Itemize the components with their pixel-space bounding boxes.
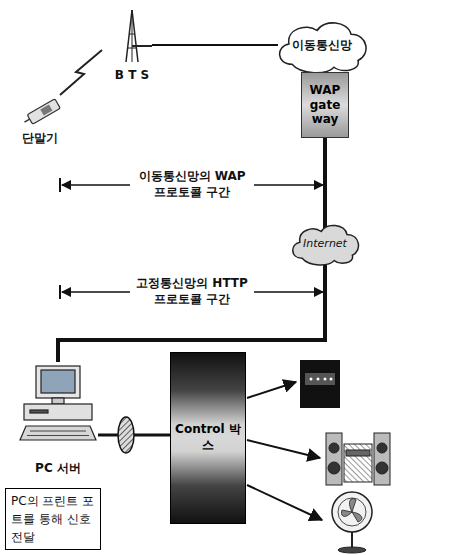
node-text: 이동통신망 xyxy=(292,37,352,54)
node-text: Internet xyxy=(303,237,347,250)
radio-link-bolt xyxy=(60,50,102,95)
note-box: PC의 프린트 포트를 통해 신호전달 xyxy=(5,488,101,550)
node-text: B T S xyxy=(113,68,151,82)
gateway-box: WAP gate way xyxy=(301,72,349,138)
terminal-node: 단말기 xyxy=(14,95,66,147)
span-label: 이동통신망의 WAP 프로토콜 구간 xyxy=(130,169,254,200)
mobile-phone xyxy=(22,99,60,128)
bts-node: B T S xyxy=(112,8,152,82)
pc-server-node: PC 서버 xyxy=(18,362,98,477)
control-box: Control 박스 xyxy=(170,352,246,524)
node-text: WAP gate way xyxy=(305,83,345,126)
pc-illustration xyxy=(20,366,96,440)
stereo-device xyxy=(326,433,390,485)
connector-line xyxy=(323,138,327,228)
connector-line xyxy=(152,44,278,46)
bts-tower xyxy=(126,10,152,62)
tv-device xyxy=(300,360,340,408)
mobile-network-cloud: 이동통신망 xyxy=(272,16,372,74)
node-text: PC의 프린트 포트를 통해 신호전달 xyxy=(11,492,95,546)
fan-device xyxy=(332,492,372,553)
connector-line xyxy=(58,263,325,362)
span-label: 고정통신망의 HTTP 프로토콜 구간 xyxy=(130,276,254,307)
port-connector xyxy=(118,417,134,453)
node-text: PC 서버 xyxy=(33,460,83,477)
node-text: 단말기 xyxy=(20,130,60,147)
internet-cloud: Internet xyxy=(287,220,363,266)
node-text: Control 박스 xyxy=(175,422,241,453)
